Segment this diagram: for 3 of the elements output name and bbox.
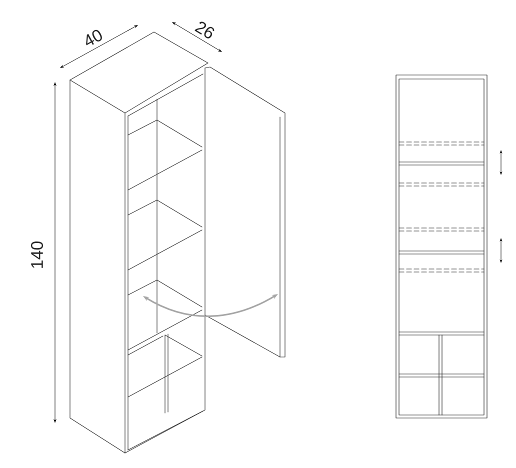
dimension-label: 40 [86,30,102,46]
dimension-label: 26 [194,22,214,38]
dimension-label: 140 [30,241,44,268]
